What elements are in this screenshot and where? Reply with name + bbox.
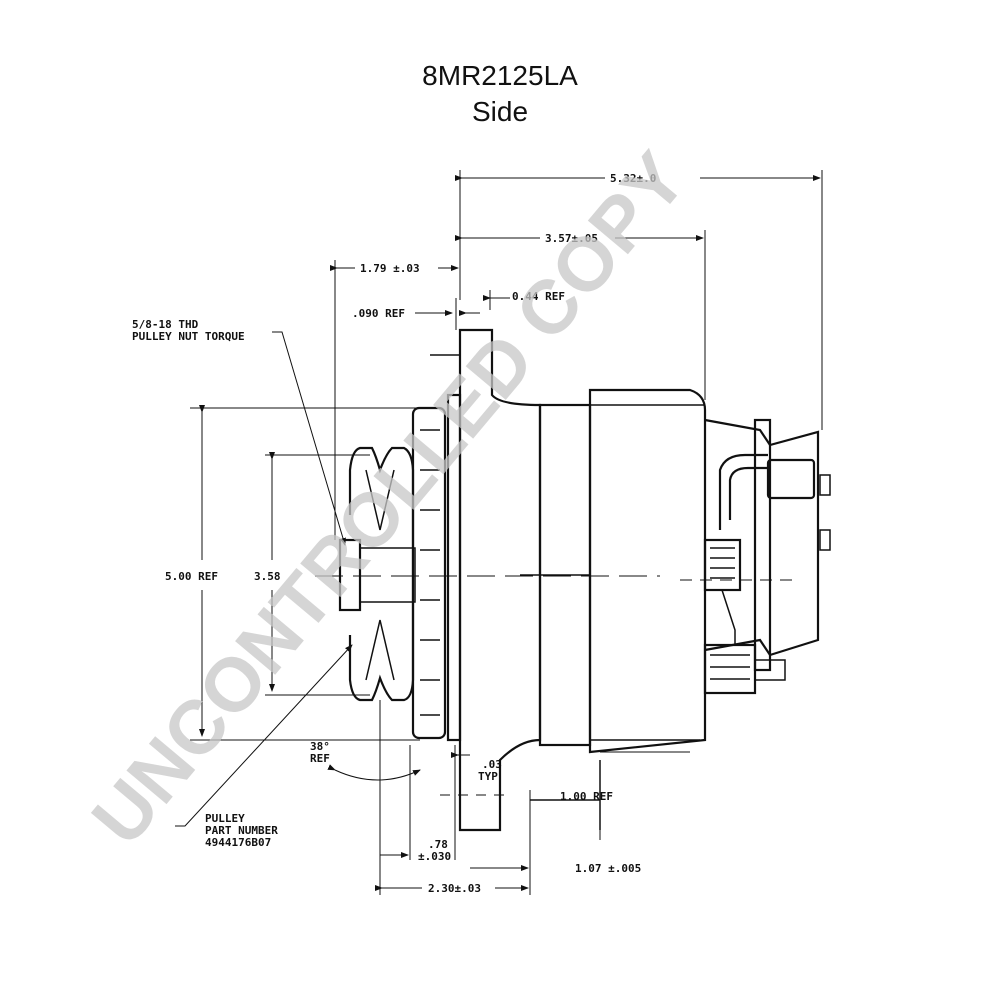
overall-length-label: 5.32±.0 — [610, 172, 656, 185]
hub-offset-label: 1.79 ±.03 — [360, 262, 420, 275]
groove-angle-ref: REF — [310, 752, 330, 765]
pulley-note-line3: 4944176B07 — [205, 836, 271, 849]
dimension-labels: 5.32±.0 3.57±.05 1.79 ±.03 0.44 REF .090… — [132, 172, 656, 895]
part-number-title: 8MR2125LA — [422, 60, 578, 91]
overall-dia-label: 5.00 REF — [165, 570, 218, 583]
pulley-note-line1: PULLEY — [205, 812, 245, 825]
pulley-width-tol: ±.030 — [418, 850, 451, 863]
flange-gap-label: .090 REF — [352, 307, 405, 320]
thread-note-line1: 5/8-18 THD — [132, 318, 199, 331]
groove-angle-label: 38° — [310, 740, 330, 753]
alternator-body — [530, 388, 707, 830]
mount-height-label: 1.00 REF — [560, 790, 613, 803]
pulley-width-label: .78 — [428, 838, 448, 851]
view-label: Side — [471, 96, 529, 127]
dimension-lines — [330, 170, 823, 540]
pulley-to-flange-label: 2.30±.03 — [428, 882, 481, 895]
pulley-note-line2: PART NUMBER — [205, 824, 278, 837]
lug-width-label: 1.07 ±.005 — [575, 862, 641, 875]
pulley-dia-label: 3.58 — [254, 570, 281, 583]
side-dimension-lines — [175, 331, 601, 895]
flange-thickness-label: 0.44 REF — [512, 290, 565, 303]
thread-note-line2: PULLEY NUT TORQUE — [132, 330, 245, 343]
body-length-label: 3.57±.05 — [545, 232, 598, 245]
wall-label: .03 — [482, 758, 502, 771]
title-block: 8MR2125LA Side — [0, 58, 1000, 130]
wall-typ-label: TYP — [478, 770, 498, 783]
rear-terminals — [680, 418, 831, 695]
